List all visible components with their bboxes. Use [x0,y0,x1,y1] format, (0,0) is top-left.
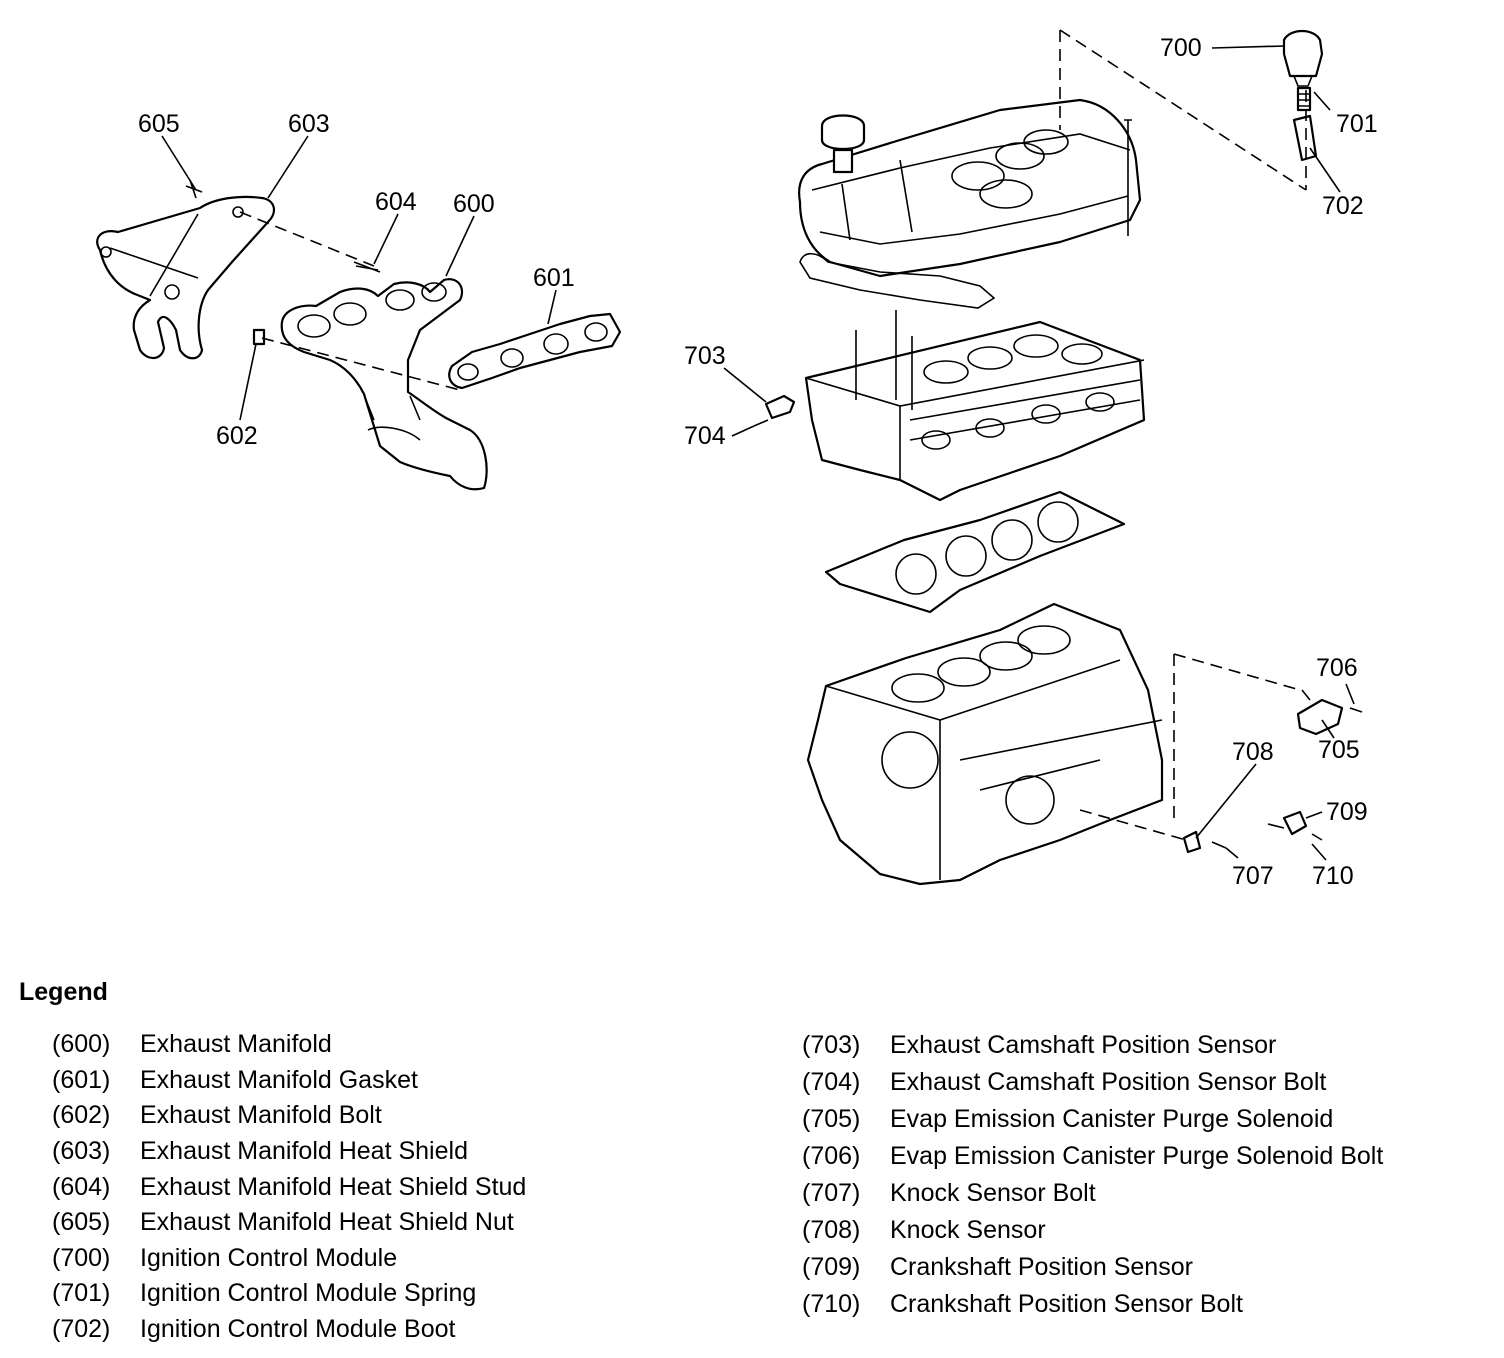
legend-number: (704) [802,1068,861,1096]
callout-labels: 605 603 604 600 601 602 700 701 702 703 … [138,34,1378,890]
legend-number: (604) [52,1172,111,1201]
exhaust-manifold-bolt [252,328,266,346]
legend-number: (605) [52,1208,111,1237]
callout-704: 704 [684,422,726,450]
crankshaft-position-sensor-bolt [1311,833,1323,841]
legend-label: Exhaust Manifold Heat Shield [140,1137,468,1166]
purge-solenoid-bolt [1349,707,1363,713]
legend-number: (709) [802,1253,861,1281]
leader-lines [161,45,1355,861]
legend-item: (707) Knock Sensor Bolt [802,1175,1383,1212]
legend-number: (710) [802,1290,861,1318]
legend-item: (603) Exhaust Manifold Heat Shield [52,1134,526,1170]
legend-label: Knock Sensor [890,1216,1046,1244]
oil-filler-cap [820,114,866,174]
legend-label: Exhaust Camshaft Position Sensor Bolt [890,1068,1327,1096]
dashed-alignment-lines [239,29,1307,841]
callout-600: 600 [453,190,495,218]
engine-exploded-diagram: 605 603 604 600 601 602 700 701 702 703 … [96,29,1378,890]
cylinder-head-gasket [824,490,1126,614]
legend-number: (702) [52,1315,111,1344]
exhaust-manifold-gasket [448,312,622,390]
legend-number: (701) [52,1279,111,1308]
legend-label: Crankshaft Position Sensor [890,1253,1193,1281]
legend-number: (600) [52,1030,111,1059]
legend-label: Evap Emission Canister Purge Solenoid [890,1105,1334,1133]
legend-label: Ignition Control Module [140,1243,398,1272]
legend-label: Knock Sensor Bolt [890,1179,1096,1207]
legend-item: (703) Exhaust Camshaft Position Sensor [802,1027,1383,1064]
exhaust-camshaft-position-sensor [764,394,796,420]
legend-number: (705) [802,1105,861,1133]
legend-label: Exhaust Camshaft Position Sensor [890,1031,1277,1059]
callout-602: 602 [216,422,258,450]
callout-710: 710 [1312,862,1354,890]
legend-item: (704) Exhaust Camshaft Position Sensor Bo… [802,1064,1383,1101]
ignition-control-module [1282,29,1324,87]
legend-label: Exhaust Manifold Heat Shield Stud [140,1172,527,1201]
legend-item: (601) Exhaust Manifold Gasket [52,1063,526,1099]
legend-number: (703) [802,1031,861,1059]
legend-item: (701) Ignition Control Module Spring [52,1276,526,1312]
evap-emission-canister-purge-solenoid [1296,689,1344,736]
crankshaft-position-sensor [1267,810,1308,836]
legend-item: (702) Ignition Control Module Boot [52,1312,526,1348]
legend-item: (605) Exhaust Manifold Heat Shield Nut [52,1205,526,1241]
heat-shield-stud [353,261,381,273]
legend-number: (603) [52,1137,111,1166]
callout-604: 604 [375,188,417,216]
callout-701: 701 [1336,110,1378,138]
camshaft-cover-gasket [799,252,996,309]
legend-label: Exhaust Manifold Heat Shield Nut [140,1208,514,1237]
legend-column-left: (600) Exhaust Manifold (601) Exhaust Manif… [52,1027,526,1347]
legend-item: (706) Evap Emission Canister Purge Soleno… [802,1138,1383,1175]
legend-item: (708) Knock Sensor [802,1212,1383,1249]
legend-number: (700) [52,1243,111,1272]
callout-605: 605 [138,110,180,138]
legend-item: (700) Ignition Control Module [52,1241,526,1277]
camshaft-cover-bolt [1124,119,1132,236]
legend-label: Exhaust Manifold Bolt [140,1101,382,1130]
legend-item: (602) Exhaust Manifold Bolt [52,1098,526,1134]
legend-title: Legend [19,978,108,1006]
legend-item: (604) Exhaust Manifold Heat Shield Stud [52,1169,526,1205]
callout-700: 700 [1160,34,1202,62]
callout-706: 706 [1316,654,1358,682]
legend-label: Exhaust Manifold [140,1030,332,1059]
legend-number: (707) [802,1179,861,1207]
heat-shield-nut [185,179,203,199]
legend-item: (600) Exhaust Manifold [52,1027,526,1063]
legend-label: Ignition Control Module Boot [140,1315,456,1344]
legend-number: (602) [52,1101,111,1130]
legend-column-right: (703) Exhaust Camshaft Position Sensor (7… [802,1027,1383,1323]
legend-label: Evap Emission Canister Purge Solenoid Bo… [890,1142,1384,1170]
callout-603: 603 [288,110,330,138]
legend-label: Exhaust Manifold Gasket [140,1065,418,1094]
callout-707: 707 [1232,862,1274,890]
legend-number: (601) [52,1065,111,1094]
callout-708: 708 [1232,738,1274,766]
callout-709: 709 [1326,798,1368,826]
legend-item: (710) Crankshaft Position Sensor Bolt [802,1286,1383,1323]
ignition-control-module-spring [1296,86,1312,112]
cylinder-head [804,310,1146,502]
legend-item: (709) Crankshaft Position Sensor [802,1249,1383,1286]
ignition-control-module-boot [1292,114,1318,162]
exhaust-camshaft-position-sensor-bolt [753,419,769,427]
callout-601: 601 [533,264,575,292]
legend-label: Crankshaft Position Sensor Bolt [890,1290,1243,1318]
legend-label: Ignition Control Module Spring [140,1279,477,1308]
camshaft-cover [798,98,1142,278]
callout-705: 705 [1318,736,1360,764]
exhaust-manifold-heat-shield [96,195,276,360]
exhaust-manifold [280,278,488,491]
knock-sensor-bolt [1211,841,1227,849]
legend-item: (705) Evap Emission Canister Purge Soleno… [802,1101,1383,1138]
engine-block [806,602,1164,886]
legend-number: (706) [802,1142,861,1170]
callout-702: 702 [1322,192,1364,220]
legend-number: (708) [802,1216,861,1244]
callout-703: 703 [684,342,726,370]
